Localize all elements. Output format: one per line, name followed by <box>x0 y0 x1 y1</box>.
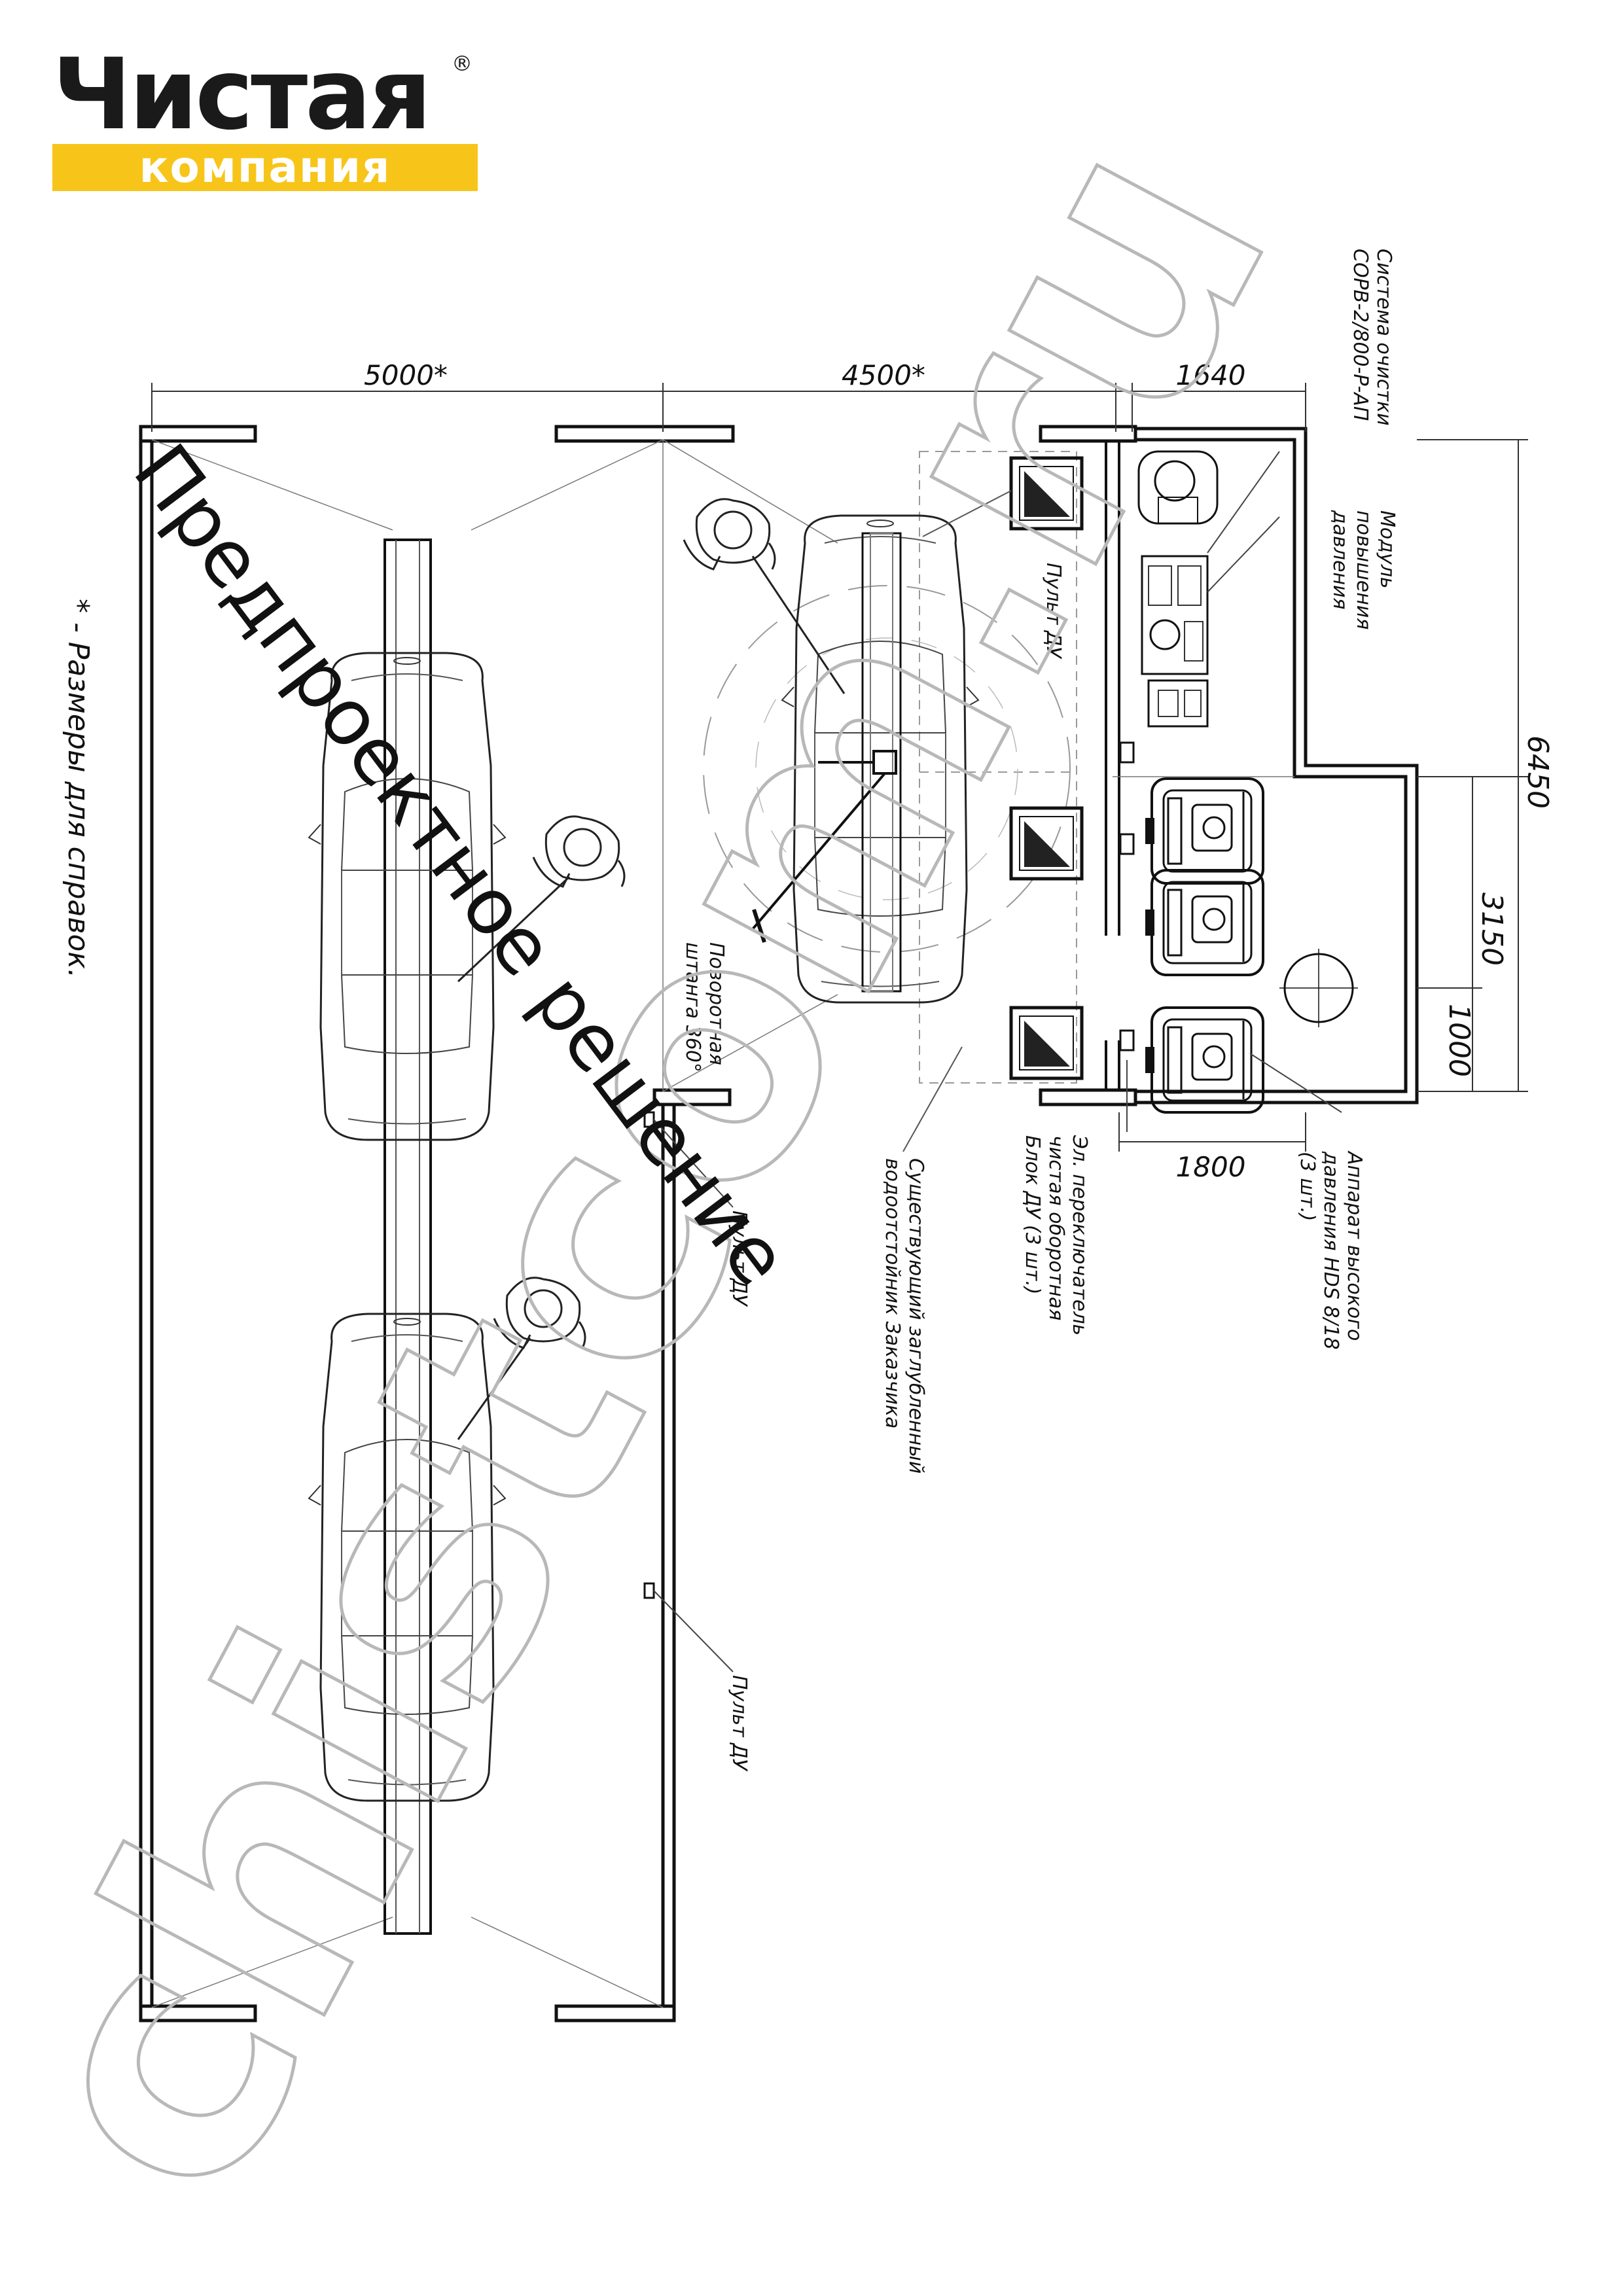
building-walls <box>139 425 1419 2022</box>
dim-5000: 5000* <box>364 359 448 391</box>
company-logo: Чистая ® компания <box>52 46 484 196</box>
guide-lines <box>151 439 1294 2008</box>
dimension-texts: 5000* 4500* 1640 1800 6450 3150 1000 <box>364 359 1554 1183</box>
logo-yellow-band <box>52 144 478 191</box>
svg-text:Пульт ДУ: Пульт ДУ <box>728 1675 751 1772</box>
remote-box-3 <box>643 1582 655 1599</box>
left-bay <box>308 539 734 1935</box>
label-rotating-boom: Поворотная штанга 360° <box>681 942 728 1072</box>
logo-word-top: Чистая <box>52 38 432 152</box>
svg-text:(3 шт.): (3 шт.) <box>1296 1152 1319 1222</box>
svg-text:Аппарат высокого: Аппарат высокого <box>1343 1150 1366 1341</box>
logo-registered-mark: ® <box>452 51 473 76</box>
label-separator: Существующий заглубленный водоотстойник … <box>881 1158 927 1474</box>
svg-text:Пульт ДУ: Пульт ДУ <box>1042 563 1065 660</box>
logo-word-bottom: компания <box>139 142 391 192</box>
svg-text:давления HDS 8/18: давления HDS 8/18 <box>1319 1151 1342 1350</box>
label-booster-module: Модуль повышения давления <box>1329 510 1399 629</box>
svg-text:давления: давления <box>1329 510 1351 610</box>
dim-1640: 1640 <box>1176 359 1246 391</box>
svg-text:Модуль: Модуль <box>1376 510 1399 589</box>
svg-text:Пульт ДУ: Пульт ДУ <box>728 1210 751 1307</box>
svg-text:Блок ДУ (3 шт.): Блок ДУ (3 шт.) <box>1021 1135 1044 1295</box>
svg-text:Существующий заглубленный: Существующий заглубленный <box>904 1158 927 1474</box>
svg-text:штанга 360°: штанга 360° <box>681 942 704 1072</box>
label-cleaning-system: Система очистки СОРВ-2/800-Р-АП <box>1349 249 1395 426</box>
label-remote-2: Пульт ДУ <box>728 1210 751 1307</box>
label-switch: Эл. переключатель чистая оборотная Блок … <box>1021 1135 1091 1335</box>
label-remote-3: Пульт ДУ <box>728 1675 751 1772</box>
note-sizes: * - Размеры для справок. <box>62 599 95 978</box>
dim-4500: 4500* <box>842 359 925 391</box>
dim-1000: 1000 <box>1442 1004 1476 1077</box>
svg-text:Поворотная: Поворотная <box>705 942 728 1065</box>
hds-unit-2 <box>1144 869 1264 976</box>
svg-text:чистая оборотная: чистая оборотная <box>1044 1135 1067 1320</box>
svg-text:* - Размеры для справок.: * - Размеры для справок. <box>62 599 95 978</box>
dim-1800: 1800 <box>1176 1151 1246 1183</box>
hds-unit-1 <box>1144 777 1264 885</box>
svg-text:СОРВ-2/800-Р-АП: СОРВ-2/800-Р-АП <box>1349 249 1372 421</box>
remote-panels <box>1009 456 1084 1080</box>
label-hds: Аппарат высокого давления HDS 8/18 (3 шт… <box>1296 1150 1366 1350</box>
annotation-labels: Система очистки СОРВ-2/800-Р-АП Модуль п… <box>62 249 1399 1772</box>
svg-text:Эл. переключатель: Эл. переключатель <box>1068 1135 1091 1335</box>
svg-text:Система очистки: Система очистки <box>1372 249 1395 426</box>
right-bay <box>683 451 1084 1152</box>
hds-unit-3 <box>1144 1006 1264 1114</box>
svg-text:повышения: повышения <box>1352 510 1375 629</box>
svg-text:водоотстойник Заказчика: водоотстойник Заказчика <box>881 1158 904 1428</box>
equipment-room <box>1119 450 1358 1132</box>
dim-6450: 6450 <box>1521 735 1554 809</box>
label-remote-1: Пульт ДУ <box>1042 563 1065 660</box>
dimension-lines <box>151 383 1528 1152</box>
dim-3150: 3150 <box>1475 892 1508 966</box>
